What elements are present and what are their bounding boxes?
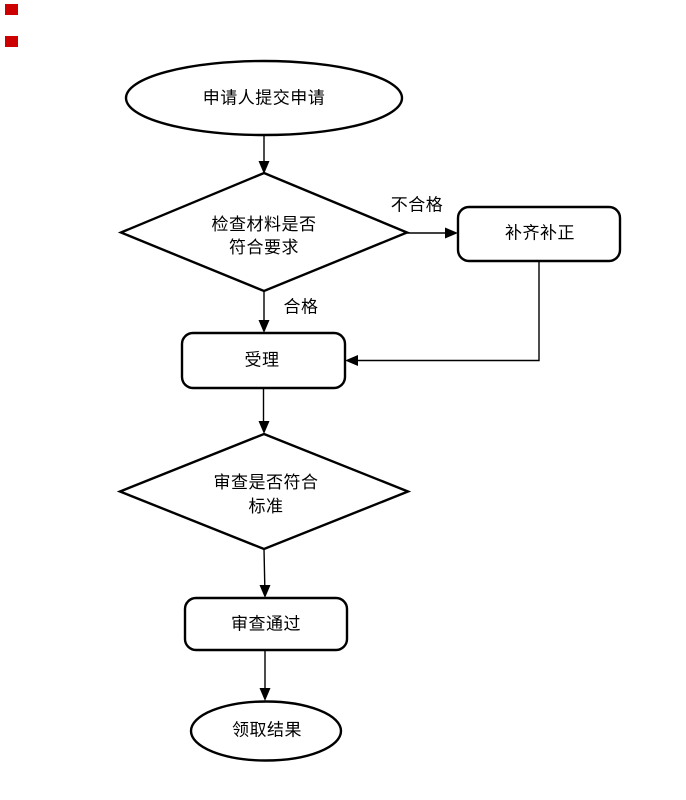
node-label-check: 检查材料是否 符合要求 bbox=[212, 213, 317, 259]
red-square-marker bbox=[5, 36, 18, 47]
approved-box bbox=[183, 596, 349, 652]
node-label-start: 申请人提交申请 bbox=[202, 88, 326, 108]
arrowhead-down-icon bbox=[258, 161, 270, 174]
arrow-review-to-approved bbox=[263, 548, 266, 587]
edge-label-fail: 不合格 bbox=[390, 195, 444, 215]
node-label-review: 审查是否符合 标准 bbox=[214, 471, 319, 519]
node-label-supplement: 补齐补正 bbox=[505, 223, 575, 243]
red-square-marker bbox=[5, 4, 18, 15]
arrowhead-right-icon bbox=[445, 227, 458, 239]
node-label-accept: 受理 bbox=[244, 350, 280, 370]
node-label-end: 领取结果 bbox=[232, 720, 302, 740]
edge-label-pass: 合格 bbox=[283, 297, 319, 317]
node-label-review-line1: 审查是否符合 bbox=[213, 473, 319, 492]
node-label-approved: 审查通过 bbox=[231, 614, 301, 634]
arrow-supplement-to-accept bbox=[358, 261, 540, 362]
arrowhead-down-icon bbox=[259, 688, 271, 701]
node-label-check-line1: 检查材料是否 bbox=[211, 215, 317, 234]
arrowhead-down-icon bbox=[259, 585, 271, 598]
arrowhead-down-icon bbox=[258, 421, 270, 434]
arrowhead-down-icon bbox=[258, 320, 270, 333]
node-label-review-line2: 标准 bbox=[248, 497, 284, 516]
arrowhead-left-icon bbox=[345, 355, 358, 366]
node-label-check-line2: 符合要求 bbox=[229, 238, 299, 257]
end-ellipse bbox=[189, 700, 343, 762]
